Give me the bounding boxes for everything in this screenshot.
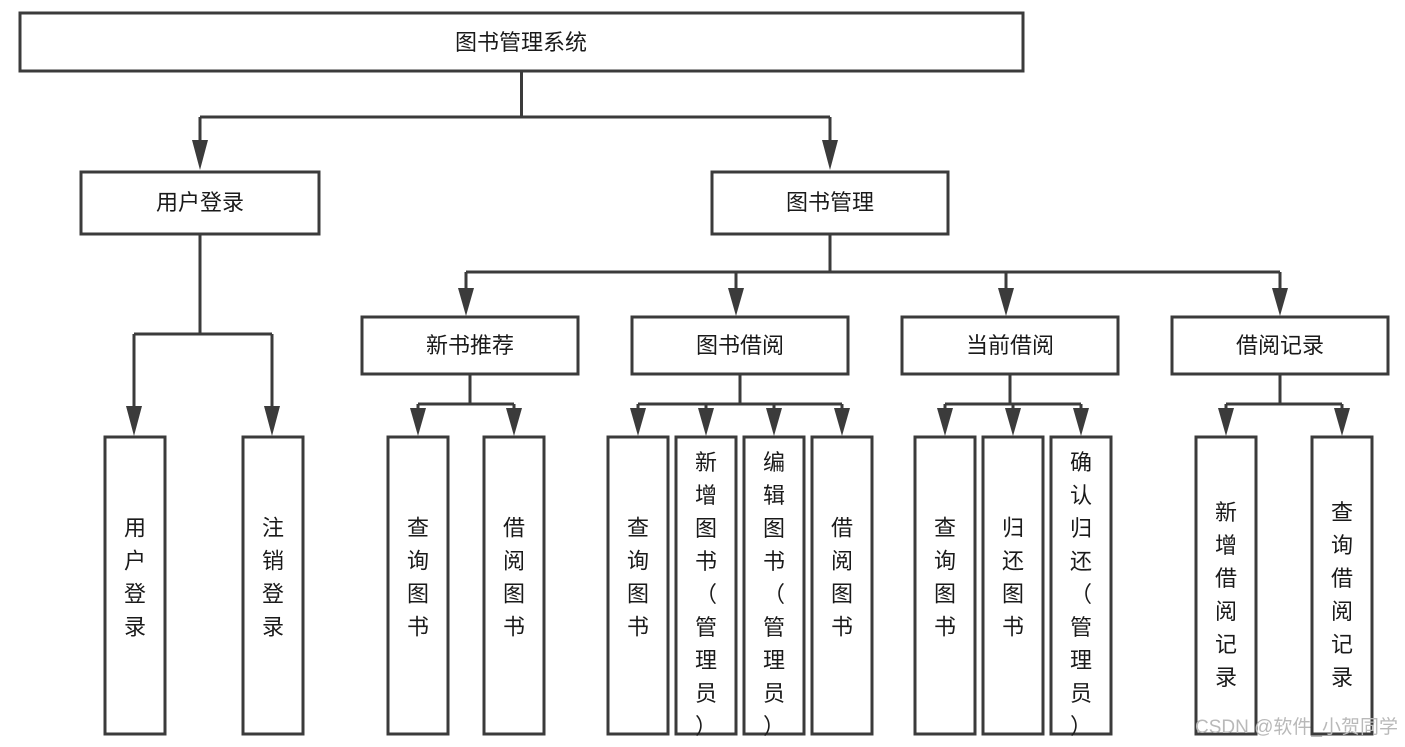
connector-group-newbook-children: [410, 374, 522, 436]
csdn-watermark: CSDN @软件_小贺同学: [1195, 716, 1398, 738]
leaf-box-return-book[interactable]: [981, 435, 1045, 736]
arrowhead-leaf-logout: [264, 406, 280, 436]
node-box-current-borrowing[interactable]: [900, 315, 1120, 376]
leaf-node-add-book-admin[interactable]: 新增图书（管理员）: [674, 435, 738, 739]
arrowhead-leaf-confirm-return: [1073, 408, 1089, 436]
node-box-user-login[interactable]: [79, 170, 321, 236]
leaf-box-query-borrow-record[interactable]: [1310, 435, 1374, 736]
arrowhead-leaf-query-record: [1334, 408, 1350, 436]
node-current-borrowing[interactable]: 当前借阅: [900, 315, 1120, 376]
leaf-box-borrow-book-newbook[interactable]: [482, 435, 546, 736]
leaf-node-borrow-book-newbook[interactable]: 借阅图书: [482, 435, 546, 736]
arrowhead-leaf-user-login: [126, 406, 142, 436]
leaf-node-logout[interactable]: 注销登录: [241, 435, 305, 736]
node-box-book-borrowing[interactable]: [630, 315, 850, 376]
leaf-label-query-borrow-record: 查询借阅记录: [1331, 500, 1353, 690]
node-new-book-recommendation[interactable]: 新书推荐: [360, 315, 580, 376]
leaf-node-query-borrow-record[interactable]: 查询借阅记录: [1310, 435, 1374, 736]
leaf-label-return-book: 归还图书: [1002, 516, 1024, 640]
node-label-borrowing-record: 借阅记录: [1236, 333, 1324, 358]
node-borrowing-record[interactable]: 借阅记录: [1170, 315, 1390, 376]
arrowhead-leaf-edit-book: [766, 408, 782, 436]
node-label-current-borrowing: 当前借阅: [966, 333, 1054, 358]
node-box-root[interactable]: [18, 11, 1025, 73]
leaf-box-query-book-borrowing[interactable]: [606, 435, 670, 736]
leaf-box-user-login[interactable]: [103, 435, 167, 736]
arrowhead-leaf-query-book-cb: [937, 408, 953, 436]
arrowhead-to-book-borrow: [728, 288, 744, 316]
leaf-box-query-book-newbook[interactable]: [386, 435, 450, 736]
leaf-node-query-book-borrowing[interactable]: 查询图书: [606, 435, 670, 736]
leaf-label-edit-book-admin: 编辑图书（管理员）: [763, 450, 785, 739]
leaf-node-return-book[interactable]: 归还图书: [981, 435, 1045, 736]
leaf-node-confirm-return-admin[interactable]: 确认归还（管理员）: [1049, 435, 1113, 739]
leaf-label-add-book-admin: 新增图书（管理员）: [695, 450, 717, 739]
leaf-label-query-book-borrowing: 查询图书: [627, 516, 649, 640]
arrowhead-leaf-add-book: [698, 408, 714, 436]
arrowhead-to-new-book-rec: [458, 288, 474, 316]
connector-group-userlogin-children: [126, 234, 280, 436]
leaf-box-add-borrow-record[interactable]: [1194, 435, 1258, 736]
node-user-login[interactable]: 用户登录: [79, 170, 321, 236]
node-box-borrowing-record[interactable]: [1170, 315, 1390, 376]
node-label-book-management: 图书管理: [786, 190, 874, 215]
node-label-user-login: 用户登录: [156, 190, 244, 215]
leaf-label-user-login: 用户登录: [124, 516, 146, 640]
arrowhead-leaf-return-book: [1005, 408, 1021, 436]
arrowhead-leaf-borrow-book-nb: [506, 408, 522, 436]
arrowhead-to-user-login: [192, 140, 208, 170]
arrowhead-to-book-manage: [822, 140, 838, 170]
arrowhead-leaf-query-book-nb: [410, 408, 426, 436]
leaf-label-query-book-newbook: 查询图书: [407, 516, 429, 640]
leaf-node-query-book-newbook[interactable]: 查询图书: [386, 435, 450, 736]
node-box-book-management[interactable]: [710, 170, 950, 236]
connector-group-bookmanage-children: [458, 234, 1288, 316]
leaf-node-edit-book-admin[interactable]: 编辑图书（管理员）: [742, 435, 806, 739]
connector-group-borrowrecord-children: [1218, 374, 1350, 436]
arrowhead-to-current-borrow: [998, 288, 1014, 316]
leaf-node-borrow-book-borrowing[interactable]: 借阅图书: [810, 435, 874, 736]
arrowhead-leaf-borrow-book-bb: [834, 408, 850, 436]
arrowhead-leaf-add-record: [1218, 408, 1234, 436]
leaf-label-borrow-book-newbook: 借阅图书: [503, 516, 525, 640]
leaf-label-query-book-current: 查询图书: [934, 516, 956, 640]
node-root-book-management-system[interactable]: 图书管理系统: [18, 11, 1025, 73]
node-book-management[interactable]: 图书管理: [710, 170, 950, 236]
node-book-borrowing[interactable]: 图书借阅: [630, 315, 850, 376]
leaf-box-logout[interactable]: [241, 435, 305, 736]
leaf-box-borrow-book-borrowing[interactable]: [810, 435, 874, 736]
connector-group-root-to-level2: [192, 71, 838, 170]
node-label-root: 图书管理系统: [455, 30, 587, 55]
leaf-label-logout: 注销登录: [262, 516, 284, 640]
node-label-book-borrowing: 图书借阅: [696, 333, 784, 358]
node-label-new-book-recommendation: 新书推荐: [426, 333, 514, 358]
node-box-new-book-recommendation[interactable]: [360, 315, 580, 376]
connector-group-bookborrow-children: [630, 374, 850, 436]
leaf-label-confirm-return-admin: 确认归还（管理员）: [1070, 450, 1092, 739]
arrowhead-to-borrow-record: [1272, 288, 1288, 316]
arrowhead-leaf-query-book-bb: [630, 408, 646, 436]
connector-group-currentborrow-children: [937, 374, 1089, 436]
leaf-box-confirm-return-admin[interactable]: [1049, 435, 1113, 736]
leaf-label-add-borrow-record: 新增借阅记录: [1215, 500, 1237, 690]
leaf-box-query-book-current[interactable]: [913, 435, 977, 736]
leaf-box-add-book-admin[interactable]: [674, 435, 738, 736]
leaf-node-user-login[interactable]: 用户登录: [103, 435, 167, 736]
leaf-node-query-book-current[interactable]: 查询图书: [913, 435, 977, 736]
leaf-node-add-borrow-record[interactable]: 新增借阅记录: [1194, 435, 1258, 736]
leaf-label-borrow-book-borrowing: 借阅图书: [831, 516, 853, 640]
leaf-box-edit-book-admin[interactable]: [742, 435, 806, 736]
